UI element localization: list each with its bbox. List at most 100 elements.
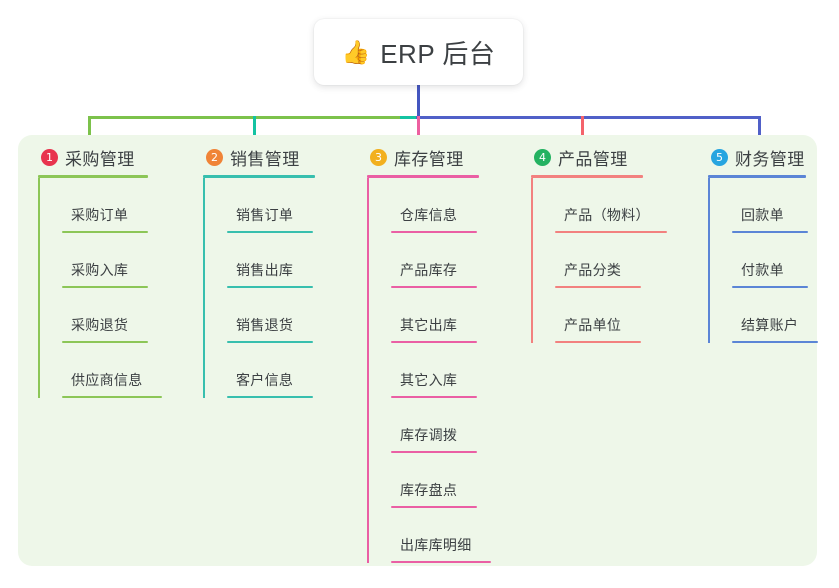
leaf-node[interactable]: 销售退货 (227, 288, 315, 343)
drop-connector-finance (758, 116, 761, 141)
leaf-node-rule (391, 451, 477, 453)
leaf-node[interactable]: 客户信息 (227, 343, 315, 398)
leaf-node-rule (62, 231, 148, 233)
badge-number-finance: 5 (711, 148, 728, 166)
column-items-product: 产品（物料） 产品分类产品单位 (531, 178, 667, 343)
leaf-node-label: 其它出库 (400, 317, 458, 333)
column-items-purchasing: 采购订单采购入库采购退货供应商信息 (38, 178, 162, 398)
leaf-node-rule (391, 561, 491, 563)
leaf-node-rule (555, 286, 641, 288)
bar-segment-blue (416, 116, 761, 119)
leaf-node[interactable]: 库存盘点 (391, 453, 479, 508)
bar-segment-green (88, 116, 402, 119)
leaf-node-label: 库存盘点 (400, 482, 458, 498)
leaf-node-rule (227, 286, 313, 288)
column-items-sales: 销售订单销售出库销售退货客户信息 (203, 178, 315, 398)
column-header-rule-finance (708, 175, 806, 178)
root-node-card[interactable]: 👍 ERP 后台 (314, 19, 523, 85)
leaf-node[interactable]: 产品库存 (391, 233, 479, 288)
column-spine-finance (708, 178, 710, 343)
column-product: 4 产品管理产品（物料） 产品分类产品单位 (531, 145, 667, 343)
leaf-node[interactable]: 采购入库 (62, 233, 148, 288)
leaf-node-label: 采购退货 (71, 317, 129, 333)
leaf-node-rule (227, 231, 313, 233)
leaf-node-label: 仓库信息 (400, 207, 458, 223)
leaf-node[interactable]: 产品（物料） (555, 178, 667, 233)
leaf-node-label: 销售订单 (236, 207, 294, 223)
leaf-node-label: 销售出库 (236, 262, 294, 278)
leaf-node[interactable]: 付款单 (732, 233, 808, 288)
leaf-node[interactable]: 供应商信息 (62, 343, 162, 398)
column-spine-product (531, 178, 533, 343)
column-header-rule-product (531, 175, 643, 178)
badge-number-purchasing: 1 (41, 148, 58, 166)
leaf-node[interactable]: 其它入库 (391, 343, 479, 398)
leaf-node-label: 回款单 (741, 207, 784, 223)
column-items-finance: 回款单付款单结算账户 (708, 178, 818, 343)
root-stem-connector (417, 84, 420, 118)
column-header-rule-sales (203, 175, 315, 178)
column-header-rule-purchasing (38, 175, 148, 178)
leaf-node[interactable]: 采购订单 (62, 178, 148, 233)
leaf-node[interactable]: 产品分类 (555, 233, 643, 288)
leaf-node-rule (391, 396, 477, 398)
column-header-finance[interactable]: 5 财务管理 (708, 145, 806, 169)
leaf-node-label: 付款单 (741, 262, 784, 278)
diagram-panel (18, 135, 817, 566)
leaf-node-rule (555, 341, 641, 343)
leaf-node-label: 产品库存 (400, 262, 458, 278)
drop-connector-inventory (417, 116, 420, 141)
leaf-node[interactable]: 销售出库 (227, 233, 315, 288)
column-title-product: 产品管理 (558, 149, 628, 169)
leaf-node[interactable]: 仓库信息 (391, 178, 479, 233)
column-spine-sales (203, 178, 205, 398)
leaf-node-label: 客户信息 (236, 372, 294, 388)
column-title-finance: 财务管理 (735, 149, 805, 169)
leaf-node-rule (391, 286, 477, 288)
leaf-node[interactable]: 销售订单 (227, 178, 315, 233)
leaf-node-label: 其它入库 (400, 372, 458, 388)
leaf-node-label: 供应商信息 (71, 372, 143, 388)
leaf-node-label: 结算账户 (741, 317, 799, 333)
leaf-node-label: 采购订单 (71, 207, 129, 223)
leaf-node-label: 采购入库 (71, 262, 129, 278)
leaf-node[interactable]: 其它出库 (391, 288, 479, 343)
column-finance: 5 财务管理回款单付款单结算账户 (708, 145, 818, 343)
drop-connector-product (581, 116, 584, 141)
drop-connector-sales (253, 116, 256, 141)
leaf-node-label: 产品（物料） (564, 207, 650, 223)
column-title-purchasing: 采购管理 (65, 149, 135, 169)
badge-number-sales: 2 (206, 148, 223, 166)
badge-number-product: 4 (534, 148, 551, 166)
leaf-node[interactable]: 结算账户 (732, 288, 818, 343)
leaf-node[interactable]: 出库库明细 (391, 508, 491, 563)
column-header-purchasing[interactable]: 1 采购管理 (38, 145, 148, 169)
badge-number-inventory: 3 (370, 148, 387, 166)
leaf-node-rule (62, 286, 148, 288)
leaf-node[interactable]: 回款单 (732, 178, 808, 233)
column-header-product[interactable]: 4 产品管理 (531, 145, 643, 169)
column-header-rule-inventory (367, 175, 479, 178)
leaf-node[interactable]: 库存调拨 (391, 398, 479, 453)
leaf-node-rule (227, 396, 313, 398)
root-node-title: ERP 后台 (380, 38, 496, 69)
leaf-node-rule (391, 341, 477, 343)
leaf-node-label: 产品单位 (564, 317, 622, 333)
column-purchasing: 1 采购管理采购订单采购入库采购退货供应商信息 (38, 145, 162, 398)
leaf-node[interactable]: 产品单位 (555, 288, 643, 343)
leaf-node-rule (62, 341, 148, 343)
leaf-node-label: 产品分类 (564, 262, 622, 278)
drop-connector-purchasing (88, 116, 91, 141)
leaf-node-label: 销售退货 (236, 317, 294, 333)
leaf-node-rule (391, 231, 477, 233)
leaf-node-rule (732, 231, 808, 233)
thumbs-up-icon: 👍 (341, 38, 371, 65)
column-spine-purchasing (38, 178, 40, 398)
column-items-inventory: 仓库信息产品库存其它出库其它入库库存调拨库存盘点出库库明细 (367, 178, 491, 563)
leaf-node-rule (227, 341, 313, 343)
leaf-node[interactable]: 采购退货 (62, 288, 148, 343)
